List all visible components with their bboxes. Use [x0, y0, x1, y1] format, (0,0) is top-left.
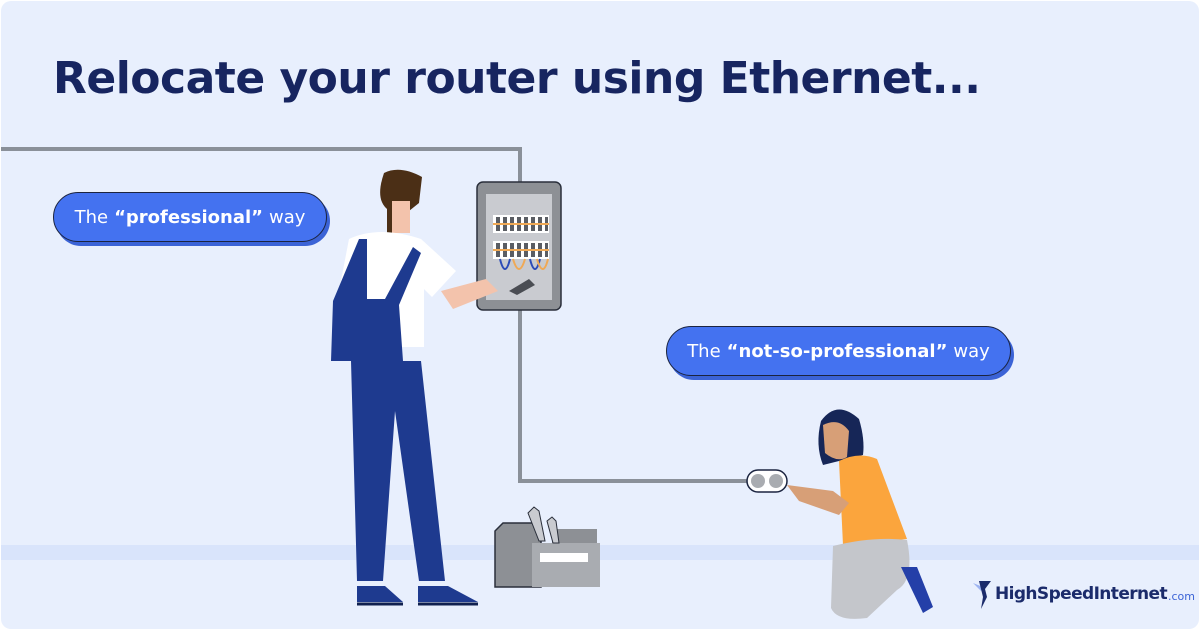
brand-name: HighSpeedInternet [995, 584, 1168, 604]
electrical-panel [476, 181, 562, 311]
bird-icon [973, 581, 991, 609]
ethernet-cable [1, 147, 747, 483]
callout-emphasis: “professional” [114, 206, 263, 228]
callout-prefix: The [687, 340, 721, 362]
callout-suffix: way [269, 206, 306, 228]
professional-way-callout: The “professional” way [53, 192, 327, 242]
technician-figure [331, 169, 498, 606]
callout-prefix: The [74, 206, 109, 228]
not-so-professional-way-callout: The “not-so-professional” way [666, 326, 1011, 376]
callout-suffix: way [953, 340, 990, 362]
woman-figure [787, 409, 933, 619]
brand-tld: .com [1168, 589, 1195, 603]
callout-emphasis: “not-so-professional” [726, 340, 948, 362]
brand-logo: HighSpeedInternet .com [973, 577, 1195, 611]
wall-outlet [746, 469, 788, 493]
toolbox [494, 506, 600, 588]
page-title: Relocate your router using Ethernet... [53, 53, 981, 104]
